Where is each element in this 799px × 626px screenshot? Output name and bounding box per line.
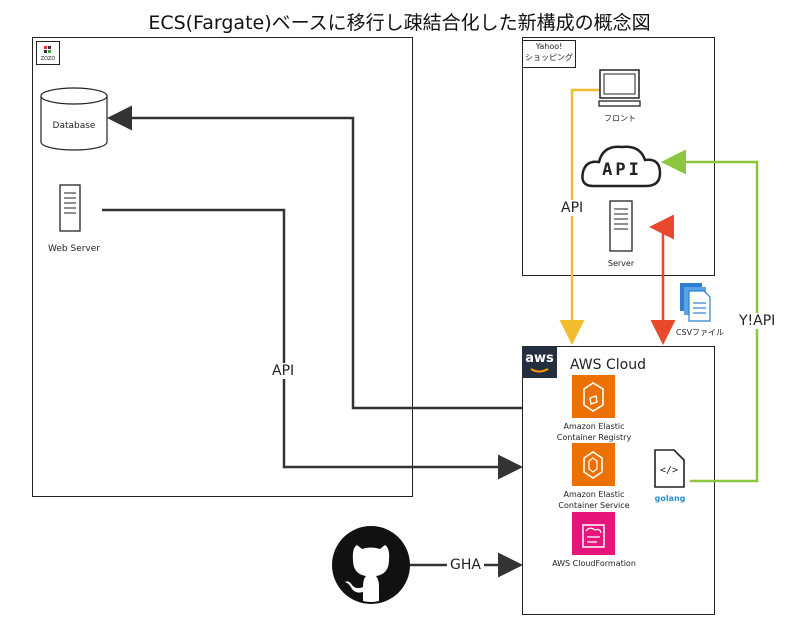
- zozo-logo-mark: [44, 46, 51, 53]
- aws-logo-text: aws: [525, 351, 554, 366]
- zozo-logo: ZOZO: [36, 41, 60, 65]
- edge-label-yapi: Y!API: [736, 313, 779, 329]
- aws-cloud-label: AWS Cloud: [570, 357, 646, 373]
- cloudformation-label: AWS CloudFormation: [552, 559, 636, 568]
- yahoo-group-label: Yahoo! ショッピング: [522, 40, 576, 68]
- database-label: Database: [52, 121, 96, 131]
- api-cloud-label: API: [602, 160, 642, 180]
- diagram-title: ECS(Fargate)ベースに移行し疎結合化した新構成の概念図: [148, 12, 651, 34]
- edge-server-aws-csv: [649, 214, 676, 345]
- edge-label-api-left: API: [269, 363, 298, 379]
- ecs-label: Amazon Elastic Container Service: [558, 490, 630, 510]
- front-label: フロント: [604, 114, 636, 123]
- ecr-label: Amazon Elastic Container Registry: [556, 422, 632, 442]
- edge-aws-to-database: [107, 105, 522, 410]
- aws-smile-icon: [530, 368, 549, 373]
- csv-label: CSVファイル: [675, 328, 725, 337]
- zozo-logo-text: ZOZO: [40, 56, 56, 62]
- edge-label-gha: GHA: [447, 557, 484, 573]
- server-label: Server: [607, 259, 635, 268]
- edge-webserver-to-aws: [102, 208, 523, 480]
- edge-label-api-yellow: API: [558, 200, 587, 216]
- aws-logo: aws: [522, 346, 557, 378]
- golang-label: golang: [654, 494, 686, 503]
- edge-front-to-aws: [559, 88, 600, 345]
- web-server-label: Web Server: [48, 244, 100, 254]
